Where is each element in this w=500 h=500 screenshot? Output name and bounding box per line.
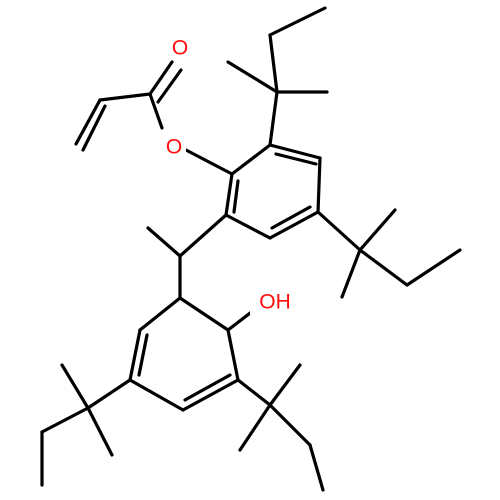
atom-label-group: O O OH bbox=[162, 34, 300, 316]
bond-line bbox=[308, 443, 325, 492]
bond-line bbox=[86, 406, 114, 457]
bond-line bbox=[224, 172, 234, 217]
bond-line bbox=[268, 143, 322, 160]
bond-line bbox=[148, 60, 174, 96]
bond-line bbox=[183, 373, 232, 402]
bond-line bbox=[81, 104, 107, 152]
ester-oxygen-label: O bbox=[166, 136, 182, 159]
bond-line bbox=[232, 179, 240, 214]
label-backdrop bbox=[168, 34, 192, 60]
bond-line bbox=[86, 378, 132, 410]
bond-line bbox=[148, 92, 164, 130]
hydroxyl-label: OH bbox=[259, 291, 291, 314]
label-backdrop bbox=[250, 288, 300, 316]
bond-line bbox=[270, 205, 312, 230]
bond-line bbox=[405, 248, 462, 287]
bond-line bbox=[274, 152, 318, 166]
bond-line bbox=[358, 248, 409, 287]
bond-line bbox=[316, 210, 362, 252]
bond-line bbox=[268, 6, 327, 37]
bond-line bbox=[230, 143, 272, 176]
carbonyl-oxygen-label: O bbox=[172, 37, 188, 60]
bond-line bbox=[40, 406, 90, 434]
bond-line bbox=[146, 226, 182, 258]
bond-line bbox=[226, 60, 279, 94]
bond-group bbox=[40, 6, 462, 492]
bond-line bbox=[268, 363, 302, 407]
bond-line bbox=[60, 363, 90, 410]
bond-line bbox=[137, 333, 149, 377]
bond-line bbox=[268, 210, 320, 240]
bond-line bbox=[238, 403, 272, 452]
bond-line bbox=[268, 90, 279, 147]
label-backdrop bbox=[162, 134, 186, 160]
bond-line bbox=[181, 378, 240, 412]
bond-line bbox=[340, 248, 362, 299]
bond-line bbox=[178, 296, 230, 332]
bond-line bbox=[224, 213, 272, 240]
bond-line bbox=[236, 378, 272, 407]
bond-line bbox=[74, 98, 102, 146]
bond-line bbox=[268, 33, 279, 94]
bond-line bbox=[268, 403, 312, 447]
bond-line bbox=[184, 148, 234, 176]
bond-line bbox=[156, 68, 183, 104]
bond-line bbox=[98, 92, 152, 102]
bond-line bbox=[316, 156, 322, 214]
bond-line bbox=[358, 208, 397, 252]
bond-line bbox=[226, 328, 240, 382]
bond-line bbox=[178, 213, 228, 258]
bond-line bbox=[128, 328, 142, 382]
bond-line bbox=[138, 296, 182, 332]
bond-line bbox=[128, 378, 185, 412]
